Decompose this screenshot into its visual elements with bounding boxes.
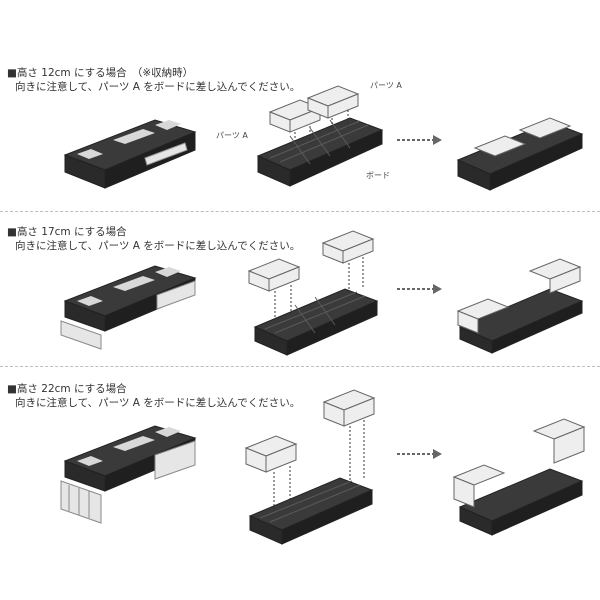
callout-part-a-top: パーツ A <box>370 81 402 90</box>
board-assembled-22cm <box>452 418 586 536</box>
section-title: ■高さ 17cm にする場合 <box>7 226 127 238</box>
callout-part-a-left: パーツ A <box>216 131 248 140</box>
board-assembled-12cm <box>456 117 584 191</box>
section-caption: ■高さ 17cm にする場合 向きに注意して、パーツ A をボードに差し込んでく… <box>7 225 300 253</box>
board-assembled-17cm <box>456 258 584 354</box>
section-title: ■高さ 12cm にする場合 （※収納時） <box>7 67 194 79</box>
stepper-22cm-illustration <box>60 425 197 524</box>
section-instruction: 向きに注意して、パーツ A をボードに差し込んでください。 <box>15 81 301 93</box>
section-divider <box>0 366 600 367</box>
board-with-parts-exploded-22cm <box>244 389 376 545</box>
section-title: ■高さ 22cm にする場合 <box>7 383 127 395</box>
section-divider <box>0 211 600 212</box>
stepper-12cm-illustration <box>63 119 197 189</box>
step-arrow-icon <box>397 135 442 145</box>
stepper-17cm-illustration <box>60 265 197 350</box>
callout-board: ボード <box>366 171 390 180</box>
section-instruction: 向きに注意して、パーツ A をボードに差し込んでください。 <box>15 397 301 409</box>
section-instruction: 向きに注意して、パーツ A をボードに差し込んでください。 <box>15 240 301 252</box>
step-arrow-icon <box>397 284 442 294</box>
section-22cm: ■高さ 22cm にする場合 向きに注意して、パーツ A をボードに差し込んでく… <box>0 366 600 556</box>
section-17cm: ■高さ 17cm にする場合 向きに注意して、パーツ A をボードに差し込んでく… <box>0 211 600 366</box>
board-with-parts-exploded-17cm <box>247 230 379 356</box>
section-caption: ■高さ 12cm にする場合 （※収納時） 向きに注意して、パーツ A をボード… <box>7 66 300 94</box>
section-12cm: ■高さ 12cm にする場合 （※収納時） 向きに注意して、パーツ A をボード… <box>0 0 600 200</box>
step-arrow-icon <box>397 449 442 459</box>
board-with-parts-exploded-12cm <box>256 85 384 187</box>
section-caption: ■高さ 22cm にする場合 向きに注意して、パーツ A をボードに差し込んでく… <box>7 382 300 410</box>
